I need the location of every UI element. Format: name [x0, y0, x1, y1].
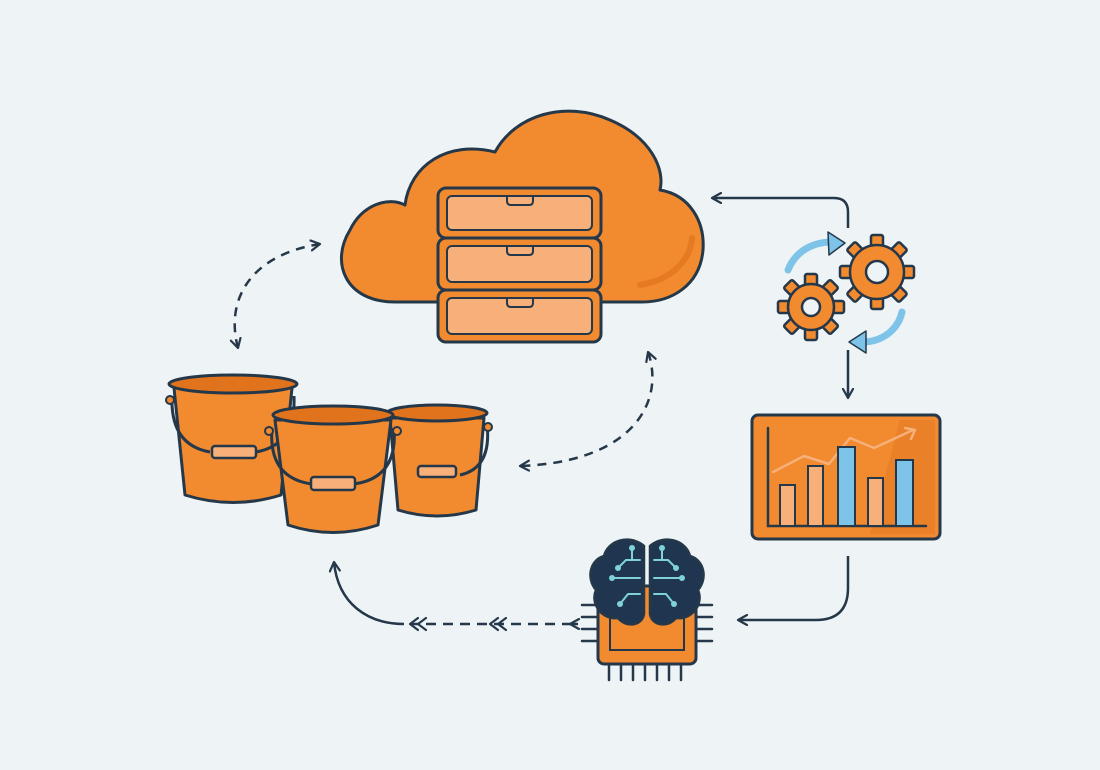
connector-ai-buckets	[334, 562, 578, 632]
connector-processing-cloud	[712, 198, 850, 228]
dashboard-bar-1	[779, 484, 796, 527]
sync-arrow-top-icon	[784, 231, 846, 274]
server-drawer-2	[436, 236, 603, 292]
sync-arrow-bottom-icon	[848, 308, 906, 354]
cloud-database-icon	[340, 109, 705, 344]
connector-buckets-cloud	[235, 244, 320, 348]
connector-analytics-ai	[738, 556, 850, 620]
brain-circuit-traces	[611, 547, 683, 605]
storage-buckets-icon	[165, 373, 493, 534]
bucket-middle	[264, 404, 402, 534]
gears-sync-icon	[776, 231, 916, 354]
dashboard-bar-4	[867, 477, 884, 527]
gear-small-icon	[776, 272, 846, 342]
connector-cloud-buckets	[520, 352, 652, 466]
dashboard-bar-2	[807, 465, 824, 527]
gear-large-icon	[838, 233, 916, 311]
server-drawer-1	[436, 186, 603, 240]
dashboard-bar-3	[837, 446, 856, 527]
ai-brain-chip-icon	[580, 538, 714, 682]
server-drawer-3	[436, 288, 603, 344]
dashboard-bar-5	[895, 459, 914, 527]
brain-circuit-nodes	[609, 545, 685, 607]
bucket-right	[385, 403, 493, 518]
bar-chart-dashboard-icon	[750, 413, 942, 541]
bucket-left	[165, 373, 299, 504]
